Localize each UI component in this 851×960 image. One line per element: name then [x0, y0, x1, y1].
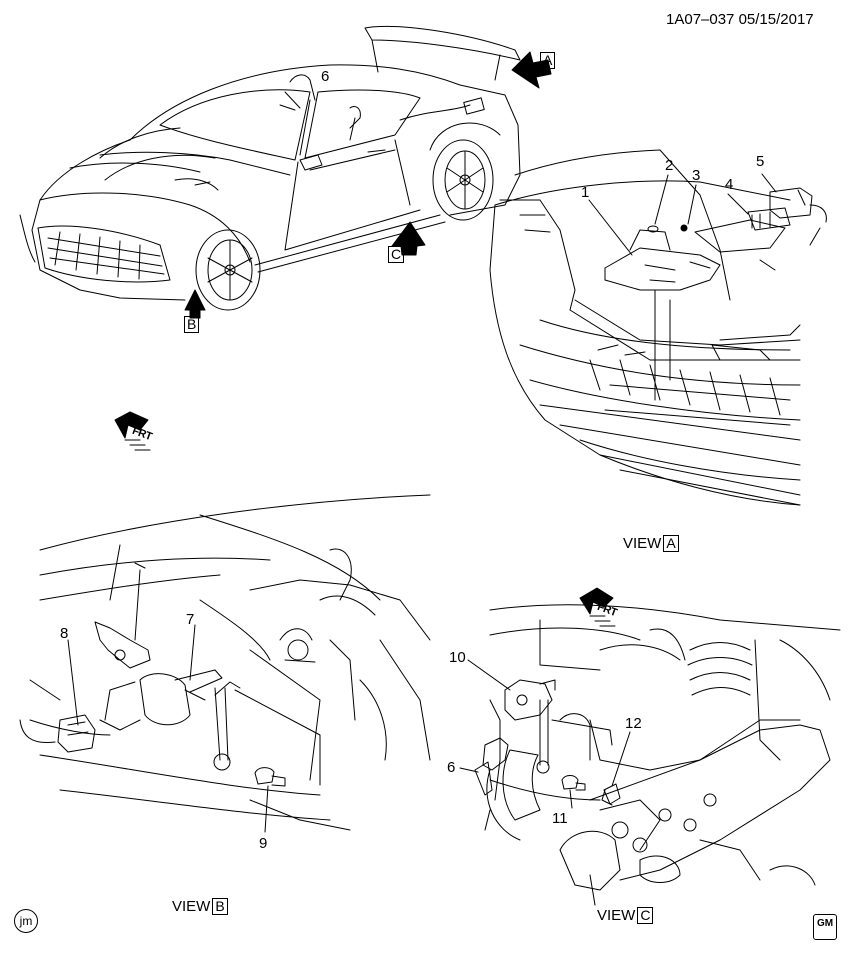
- callout-11: 11: [552, 810, 568, 827]
- callout-6-view-c: 6: [447, 759, 456, 776]
- arrow-a: [511, 51, 552, 89]
- car-illustration: [19, 25, 521, 311]
- callout-8: 8: [60, 625, 69, 642]
- frt-arrow-mid: [579, 587, 614, 615]
- callout-9: 9: [259, 835, 268, 852]
- view-b-illustration: [19, 494, 431, 833]
- callout-6-car: 6: [321, 68, 330, 85]
- arrow-c-label: C: [386, 246, 405, 263]
- callout-3: 3: [692, 167, 701, 184]
- gm-logo: GM: [813, 914, 837, 940]
- diagram-code-date: 1A07–037 05/15/2017: [666, 11, 814, 28]
- view-c-illustration: [459, 604, 841, 906]
- callout-5: 5: [756, 153, 765, 170]
- callout-12: 12: [625, 715, 642, 732]
- callout-10: 10: [449, 649, 466, 666]
- callout-2: 2: [665, 157, 674, 174]
- arrow-c: [391, 221, 426, 256]
- jm-logo: jm: [14, 909, 38, 933]
- callout-4: 4: [725, 176, 734, 193]
- callout-7: 7: [186, 611, 195, 628]
- arrow-a-label: A: [538, 52, 556, 69]
- view-a-illustration: [489, 149, 827, 506]
- arrow-b-label: B: [182, 316, 200, 333]
- arrow-b: [184, 289, 206, 319]
- frt-arrow-top: [114, 411, 149, 439]
- callout-1: 1: [581, 184, 590, 201]
